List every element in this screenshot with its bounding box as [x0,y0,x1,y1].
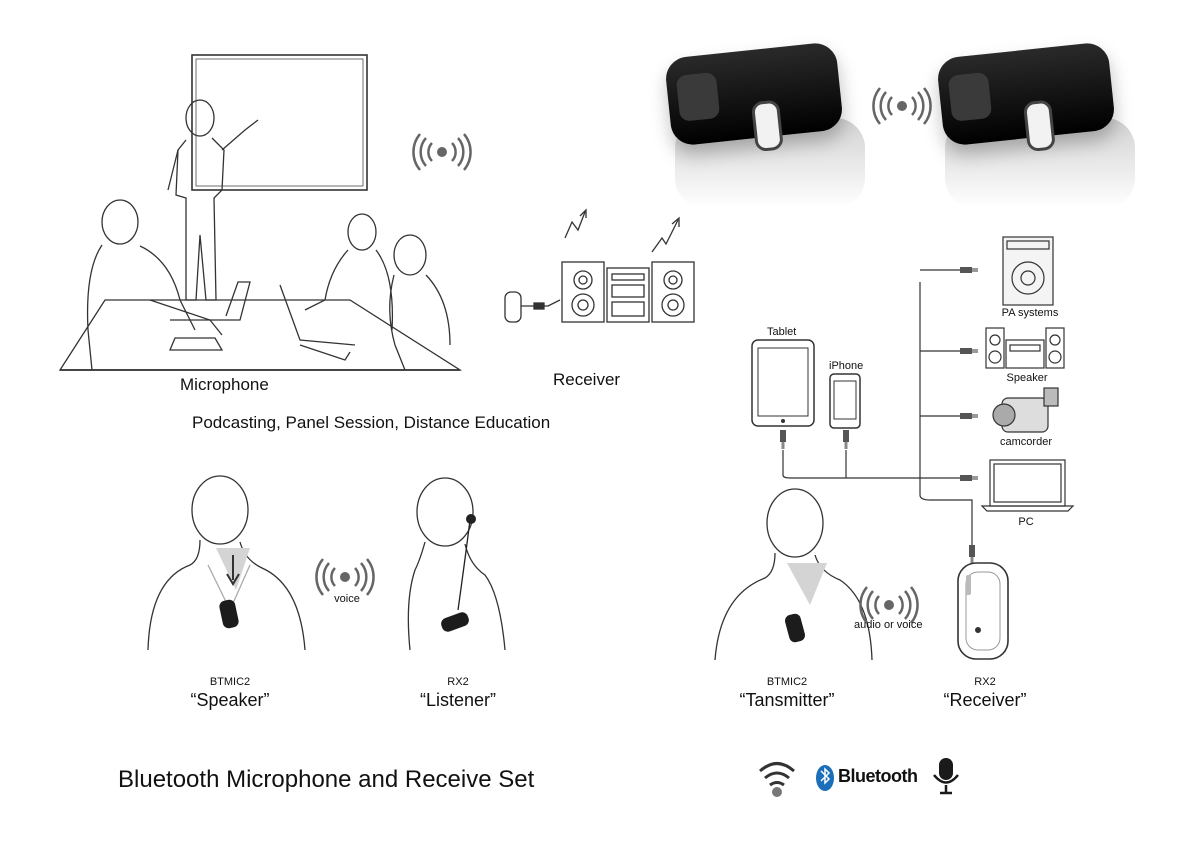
label-tablet: Tablet [767,326,797,338]
label-rx2-right: RX2 [974,676,996,688]
pa-system-device [1002,236,1054,306]
label-listener-role: “Listener” [419,690,497,710]
transmitter-sound-cone [787,563,827,605]
label-rx2-left: RX2 [447,676,469,688]
label-audio-or-voice: audio or voice [854,619,923,631]
side-jacks [960,267,978,481]
tablet-jack-icon [780,430,786,449]
wireless-waves-devices [872,86,932,126]
btmic2-product-photo [663,41,845,153]
earphone-icon [466,514,476,524]
label-use-cases: Podcasting, Panel Session, Distance Educ… [192,413,551,432]
pc-laptop-device [980,459,1075,512]
bluetooth-logo-text: Bluetooth [838,766,918,786]
label-iphone: iPhone [829,360,864,372]
label-btmic2-left: BTMIC2 [209,676,251,688]
label-pa-systems: PA systems [1001,307,1059,319]
label-receiver: Receiver [553,370,621,389]
tablet-device [751,339,815,427]
label-voice: voice [334,593,360,605]
conference-scene-sketch [58,54,463,371]
speaker-device [985,327,1065,369]
label-speaker-device: Speaker [1006,372,1048,384]
wireless-signal-icon [759,762,795,797]
page-title: Bluetooth Microphone and Receive Set [118,766,535,793]
label-btmic2-right: BTMIC2 [766,676,808,688]
rx2-jack-icon [969,545,975,564]
wireless-waves-voice [315,557,375,597]
label-speaker-role: “Speaker” [190,690,270,710]
stereo-system-sketch [504,208,695,323]
rx2-product-photo [935,41,1117,153]
camcorder-device [992,387,1059,433]
microphone-icon [933,758,959,795]
down-arrow-icon [226,555,240,586]
rx2-clip-left [441,612,469,632]
iphone-jack-icon [843,430,849,449]
listener-person-sketch [407,477,506,651]
label-receiver-role: “Receiver” [943,690,1027,710]
label-camcorder: camcorder [1000,436,1052,448]
iphone-device [829,373,861,429]
label-transmitter-role: “Tansmitter” [739,690,835,710]
label-pc: PC [1018,516,1034,528]
wireless-waves-audio [859,585,919,625]
btmic2-clip-right [784,613,806,643]
wireless-waves-top [412,132,472,172]
bluetooth-icon [816,765,834,791]
label-microphone: Microphone [180,375,269,394]
btmic2-clip-left [219,599,239,629]
rx2-receiver-device [957,562,1009,660]
